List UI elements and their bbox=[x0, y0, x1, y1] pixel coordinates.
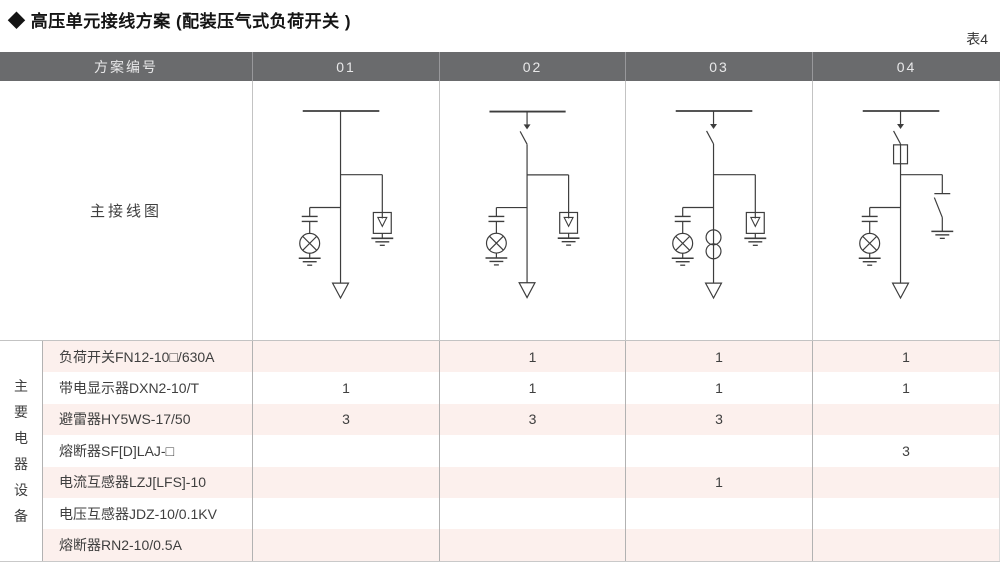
equipment-group-label-char: 设 bbox=[14, 481, 28, 498]
outgoing-feeder-arrow-icon bbox=[331, 282, 350, 300]
header-scheme-02: 02 bbox=[440, 52, 626, 81]
diagram-cell-03 bbox=[626, 81, 813, 340]
equipment-group-label-char: 电 bbox=[14, 429, 28, 446]
count-cell-scheme-01 bbox=[253, 497, 440, 530]
equipment-label: 避雷器HY5WS-17/50 bbox=[43, 403, 253, 436]
voltage-indicator-icon bbox=[485, 206, 528, 266]
count-cell-scheme-01: 1 bbox=[253, 372, 440, 404]
scheme-03-diagram bbox=[671, 110, 767, 300]
count-cell-scheme-03: 1 bbox=[626, 341, 813, 373]
equipment-group-label-char: 主 bbox=[14, 377, 28, 394]
load-switch-icon bbox=[706, 111, 718, 145]
arrester-icon bbox=[557, 174, 580, 246]
outgoing-feeder-arrow-icon bbox=[891, 282, 910, 300]
count-cell-scheme-02: 1 bbox=[440, 372, 626, 404]
count-cell-scheme-02 bbox=[440, 529, 626, 561]
count-cell-scheme-04: 1 bbox=[813, 341, 1000, 373]
load-switch-icon bbox=[519, 111, 531, 145]
equipment-label: 带电显示器DXN2-10/T bbox=[43, 372, 253, 404]
outgoing-feeder-arrow-icon bbox=[704, 282, 723, 300]
count-cell-scheme-01: 3 bbox=[253, 403, 440, 436]
count-cell-scheme-01 bbox=[253, 435, 440, 467]
count-cell-scheme-04: 1 bbox=[813, 372, 1000, 404]
lamp-ground-icon bbox=[671, 257, 694, 266]
count-cell-scheme-02 bbox=[440, 466, 626, 498]
header-scheme-04: 04 bbox=[896, 58, 917, 75]
voltage-indicator-icon bbox=[858, 206, 901, 266]
arrester-icon bbox=[371, 174, 394, 246]
equipment-label: 熔断器RN2-10/0.5A bbox=[43, 529, 253, 561]
equipment-group-label: 主要电器设备 bbox=[0, 341, 43, 561]
title-bar: ◆ 高压单元接线方案 (配装压气式负荷开关 ) 表4 bbox=[0, 0, 1000, 52]
load-switch-icon bbox=[893, 111, 905, 145]
diagram-cell-04 bbox=[813, 81, 1000, 340]
diagram-cell-01 bbox=[253, 81, 440, 340]
count-cell-scheme-03 bbox=[626, 529, 813, 561]
table-number: 表4 bbox=[966, 31, 988, 47]
voltage-indicator-icon bbox=[671, 206, 714, 266]
count-cell-scheme-03 bbox=[626, 497, 813, 530]
header-scheme-label: 方案编号 bbox=[0, 52, 253, 81]
voltage-indicator-icon bbox=[298, 206, 341, 266]
count-cell-scheme-04 bbox=[813, 497, 1000, 530]
count-cell-scheme-01 bbox=[253, 341, 440, 373]
count-cell-scheme-03: 1 bbox=[626, 372, 813, 404]
count-cell-scheme-04 bbox=[813, 529, 1000, 561]
outgoing-feeder-arrow-icon bbox=[518, 282, 536, 299]
equipment-group-label-char: 要 bbox=[14, 403, 28, 420]
count-cell-scheme-03: 1 bbox=[626, 466, 813, 498]
diagram-row-label: 主接线图 bbox=[0, 81, 253, 340]
scheme-01-diagram bbox=[298, 110, 394, 300]
arrester-ground-icon bbox=[371, 237, 394, 246]
equipment-label: 负荷开关FN12-10□/630A bbox=[43, 341, 253, 373]
count-cell-scheme-01 bbox=[253, 529, 440, 561]
count-cell-scheme-04: 3 bbox=[813, 435, 1000, 467]
arrester-ground-icon bbox=[744, 237, 767, 246]
count-cell-scheme-03: 3 bbox=[626, 403, 813, 436]
equipment-label: 电流互感器LZJ[LFS]-10 bbox=[43, 466, 253, 498]
header-scheme-01: 01 bbox=[253, 52, 440, 81]
equipment-label: 熔断器SF[D]LAJ-□ bbox=[43, 435, 253, 467]
arrester-ground-icon bbox=[557, 237, 580, 246]
equipment-label: 电压互感器JDZ-10/0.1KV bbox=[43, 497, 253, 530]
diagram-row: 主接线图 bbox=[0, 81, 1000, 341]
count-cell-scheme-02: 1 bbox=[440, 341, 626, 373]
scheme-04-diagram bbox=[858, 110, 954, 300]
fuse-icon bbox=[892, 144, 909, 165]
lamp-ground-icon bbox=[298, 257, 321, 266]
lamp-ground-icon bbox=[858, 257, 881, 266]
earthing-switch-ground-icon bbox=[931, 230, 954, 239]
arrester-icon bbox=[744, 174, 767, 246]
equipment-group-label-char: 器 bbox=[14, 455, 28, 472]
page-title: ◆ 高压单元接线方案 (配装压气式负荷开关 ) bbox=[8, 12, 351, 31]
header-scheme-03: 03 bbox=[626, 52, 813, 81]
count-cell-scheme-02 bbox=[440, 497, 626, 530]
earthing-switch-icon bbox=[931, 174, 954, 239]
count-cell-scheme-03 bbox=[626, 435, 813, 467]
count-cell-scheme-04 bbox=[813, 466, 1000, 498]
diagram-cell-02 bbox=[440, 81, 626, 340]
count-cell-scheme-02 bbox=[440, 435, 626, 467]
equipment-group-label-char: 备 bbox=[14, 507, 28, 524]
count-cell-scheme-04 bbox=[813, 403, 1000, 436]
count-cell-scheme-01 bbox=[253, 466, 440, 498]
current-transformer-icon bbox=[705, 229, 722, 260]
scheme-02-diagram bbox=[485, 110, 580, 299]
lamp-ground-icon bbox=[485, 257, 508, 266]
count-cell-scheme-02: 3 bbox=[440, 403, 626, 436]
